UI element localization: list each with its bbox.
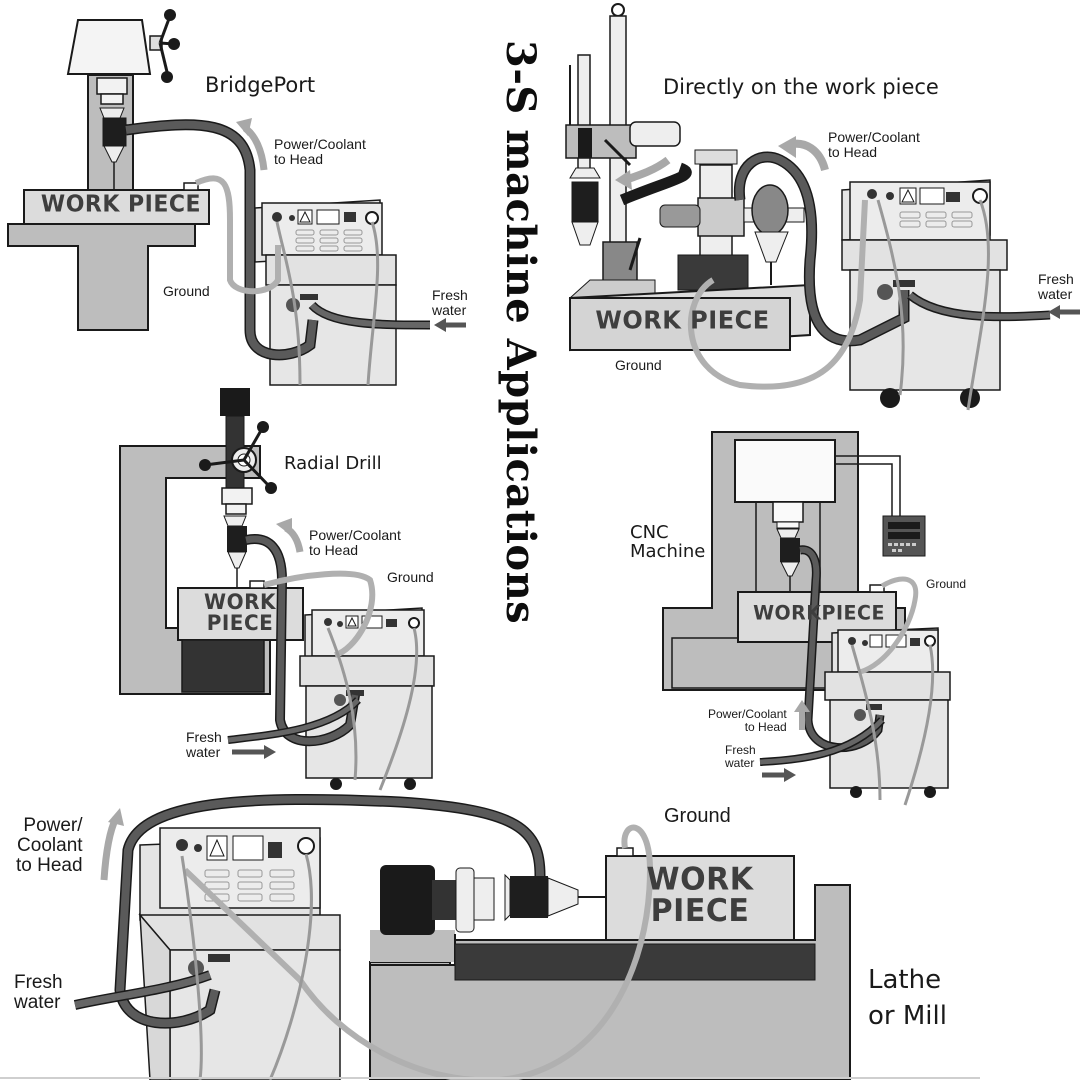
panel-directly-on-workpiece: WORK PIECE Directly on the work piece Po…	[560, 0, 1080, 420]
cnc-head-icon	[734, 439, 836, 503]
panel-bridgeport: WORK PIECE BridgePort Power/Coolant to H…	[0, 0, 480, 390]
handwheel-icon	[149, 9, 180, 83]
coolant-unit-icon	[299, 607, 435, 790]
panel-title-bridgeport: BridgePort	[205, 73, 316, 97]
tool-holder-icon	[223, 515, 247, 588]
coolant-unit-icon	[138, 827, 341, 1080]
power-coolant-label: Power/Coolant to Head	[708, 707, 787, 734]
power-coolant-label: Power/Coolant to Head	[828, 129, 920, 160]
panel-title-cnc: CNC Machine	[630, 522, 706, 562]
tool-holder-icon	[776, 528, 800, 592]
lathe-illustration	[0, 793, 980, 1080]
arrow-to-head-icon	[623, 156, 671, 184]
chuck-icon	[380, 865, 495, 935]
workpiece-label: WORK PIECE	[595, 305, 770, 335]
workpiece-label: WORK PIECE	[40, 191, 202, 218]
ground-label: Ground	[163, 283, 210, 299]
power-coolant-label: Power/Coolant to Head	[274, 136, 366, 167]
fresh-water-label: Fresh water	[432, 287, 468, 318]
direct-illustration	[565, 3, 1080, 411]
bridgeport-illustration	[7, 9, 466, 386]
power-coolant-label: Power/ Coolant to Head	[16, 815, 83, 876]
ground-cable	[263, 570, 376, 658]
control-panel-icon	[882, 515, 926, 557]
ground-label: Ground	[664, 805, 731, 827]
arrow-up-icon	[100, 816, 120, 881]
workpiece-label: WORKPIECE	[753, 601, 885, 625]
panel-radial-drill: WORK PIECE Radial Drill Power/Coolant to…	[100, 380, 480, 791]
radial-drill-illustration	[119, 388, 435, 791]
magnetic-drill-stand-icon	[565, 3, 681, 299]
coolant-unit-icon	[841, 179, 1008, 408]
panel-title-lathe: Lathe or Mill	[868, 965, 947, 1032]
tool-holder-icon	[504, 873, 606, 922]
tapping-arm-icon	[659, 149, 805, 291]
panel-lathe-or-mill: WORK PIECE Lathe or Mill Power/ Coolant …	[0, 790, 1080, 1080]
panel-title-radial-drill: Radial Drill	[284, 453, 382, 474]
fresh-water-label: Fresh water	[725, 743, 756, 770]
workpiece-label: WORK PIECE	[204, 588, 276, 636]
ground-cable	[687, 199, 868, 390]
fresh-water-label: Fresh water	[14, 972, 63, 1013]
fresh-water-label: Fresh water	[186, 729, 222, 760]
fresh-water-label: Fresh water	[1038, 271, 1074, 302]
ground-cable	[194, 175, 281, 295]
handwheel-icon	[199, 421, 277, 494]
panel-cnc-machine: WORKPIECE CNC Machine Power/Coolant to H…	[620, 420, 980, 810]
ground-label: Ground	[926, 577, 967, 591]
power-coolant-label: Power/Coolant to Head	[309, 527, 401, 558]
workpiece-label: WORK PIECE	[646, 861, 754, 930]
tool-holder-icon	[99, 107, 127, 190]
mill-head-icon	[66, 19, 152, 75]
ground-label: Ground	[387, 569, 434, 585]
ground-cable	[182, 824, 654, 1080]
cnc-illustration	[662, 431, 951, 806]
ground-cable	[859, 576, 919, 675]
ground-label: Ground	[615, 357, 662, 373]
main-title: 3-S machine Applications	[497, 40, 544, 625]
panel-title-direct: Directly on the work piece	[663, 75, 939, 99]
